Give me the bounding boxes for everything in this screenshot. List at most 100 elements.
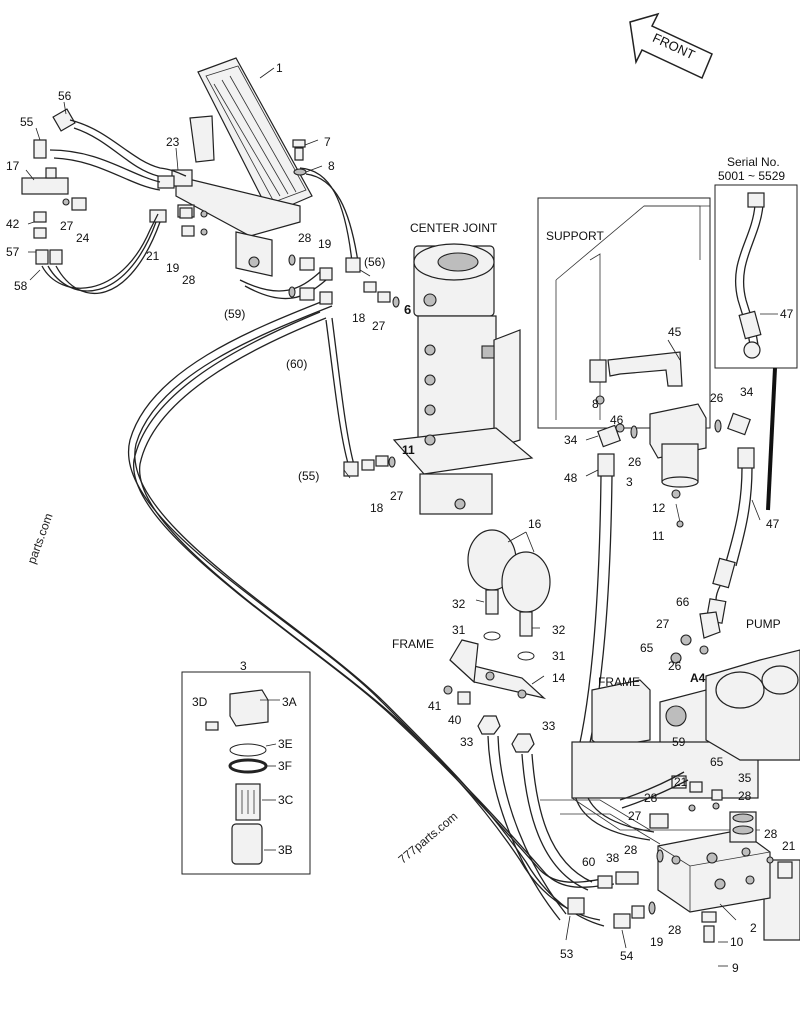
callout-28-e: 28 (764, 827, 778, 841)
upper-hoses (41, 119, 615, 927)
callout-54: 54 (620, 949, 634, 963)
callout-14: 14 (552, 671, 566, 685)
callout-11-b: 11 (652, 529, 665, 543)
callout-3E: 3E (278, 737, 293, 751)
callout-27-a: 27 (60, 219, 74, 233)
callout-45: 45 (668, 325, 682, 339)
callout-3-a: 3 (626, 475, 633, 489)
callout-19-c: 19 (650, 935, 664, 949)
callout-28-a: 28 (182, 273, 196, 287)
callout-8: 8 (328, 159, 335, 173)
callout-3-b: 3 (240, 659, 247, 673)
callout-8-b: 8 (592, 397, 599, 411)
callout-24: 24 (76, 231, 90, 245)
callout-65-b: 65 (710, 755, 724, 769)
accumulators (467, 529, 551, 661)
callout-27-b: 27 (372, 319, 386, 333)
callout-27-d: 27 (656, 617, 670, 631)
frame-upper-label: FRAME (392, 637, 434, 651)
front-arrow: FRONT (629, 12, 713, 80)
callout-28-g: 28 (668, 923, 682, 937)
callout-40: 40 (448, 713, 462, 727)
callout-16: 16 (528, 517, 542, 531)
pedal-line-fittings (288, 254, 400, 477)
callout-12: 12 (652, 501, 666, 515)
watermark-bottom: 777parts.com (396, 809, 461, 866)
callout-21-a: 21 (146, 249, 160, 263)
callout-7: 7 (324, 135, 331, 149)
callout-3B: 3B (278, 843, 293, 857)
callout-57: 57 (6, 245, 20, 259)
callout-47-b: 47 (766, 517, 780, 531)
callout-56: 56 (58, 89, 72, 103)
callout-A4: A4 (690, 671, 706, 685)
callout-60: 60 (582, 855, 596, 869)
center-joint (392, 243, 534, 515)
callout-56-ref: (56) (364, 255, 385, 269)
callout-32-b: 32 (552, 623, 566, 637)
callout-28-b: 28 (298, 231, 312, 245)
callout-31-b: 31 (552, 649, 566, 663)
support-label: SUPPORT (546, 229, 604, 243)
frame-lower-label: FRAME (598, 675, 640, 689)
part-callouts: 1 7 8 56 55 23 17 42 57 58 27 24 21 19 2… (6, 61, 796, 975)
callout-32-a: 32 (452, 597, 466, 611)
bracket-14 (443, 639, 593, 921)
callout-23: 23 (166, 135, 180, 149)
callout-26-a: 26 (710, 391, 724, 405)
leader-lines (25, 101, 761, 967)
lower-frame (540, 649, 800, 941)
callout-6: 6 (404, 302, 411, 317)
callout-33-a: 33 (460, 735, 474, 749)
callout-19-b: 19 (318, 237, 332, 251)
callout-19-a: 19 (166, 261, 180, 275)
callout-11-a: 11 (402, 443, 415, 457)
callout-34-a: 34 (564, 433, 578, 447)
pump-label: PUMP (746, 617, 781, 631)
callout-1: 1 (276, 61, 283, 75)
callout-38: 38 (606, 851, 620, 865)
callout-21-c: 21 (782, 839, 796, 853)
callout-53: 53 (560, 947, 574, 961)
callout-65-a: 65 (640, 641, 654, 655)
callout-28-c: 28 (644, 791, 658, 805)
callout-59-ref: (59) (224, 307, 245, 321)
watermark-left: parts.com (24, 511, 55, 565)
callout-60-ref: (60) (286, 357, 307, 371)
callout-58: 58 (14, 279, 28, 293)
callout-59: 59 (672, 735, 686, 749)
callout-26-c: 26 (668, 659, 682, 673)
callout-35: 35 (738, 771, 752, 785)
callout-48: 48 (564, 471, 578, 485)
callout-18-a: 18 (352, 311, 366, 325)
callout-2: 2 (750, 921, 757, 935)
return-hoses (572, 467, 753, 841)
filter-inset (181, 671, 311, 875)
center-joint-label: CENTER JOINT (410, 221, 498, 235)
serial-range: 5001 ~ 5529 (718, 169, 785, 183)
callout-26-b: 26 (628, 455, 642, 469)
serial-title: Serial No. (727, 155, 780, 169)
callout-18-b: 18 (370, 501, 384, 515)
left-fittings (21, 108, 208, 265)
valve-block (567, 771, 793, 943)
callout-9: 9 (732, 961, 739, 975)
callout-27-e: 27 (628, 809, 642, 823)
callout-3F: 3F (278, 759, 292, 773)
callout-31-a: 31 (452, 623, 466, 637)
callout-10: 10 (730, 935, 744, 949)
callout-21-b: 21 (674, 775, 688, 789)
serial-inset: Serial No. 5001 ~ 5529 (714, 155, 798, 511)
callout-27-c: 27 (390, 489, 404, 503)
callout-55: 55 (20, 115, 34, 129)
callout-3A: 3A (282, 695, 297, 709)
callout-46: 46 (610, 413, 624, 427)
callout-3C: 3C (278, 793, 294, 807)
callout-33-b: 33 (542, 719, 556, 733)
callout-55-ref: (55) (298, 469, 319, 483)
filter-assembly (597, 403, 755, 528)
callout-66: 66 (676, 595, 690, 609)
callout-34-b: 34 (740, 385, 754, 399)
callout-17: 17 (6, 159, 20, 173)
